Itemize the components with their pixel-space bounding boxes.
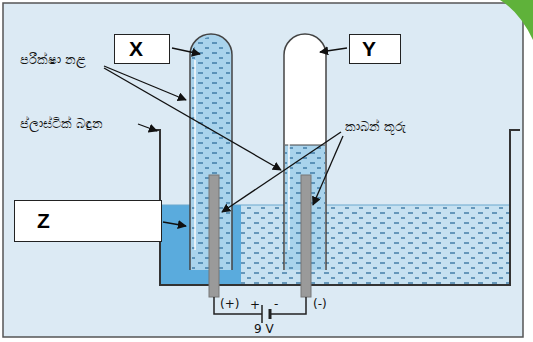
box-letter: X: [129, 37, 143, 61]
corner-decoration: [500, 0, 533, 40]
carbon-rod: [209, 175, 219, 297]
box-letter: Z: [37, 209, 50, 233]
battery-plate: [261, 305, 263, 323]
battery-sign: +: [250, 298, 260, 312]
battery-sign: -: [274, 297, 278, 311]
background-panel: [3, 3, 523, 337]
glass-shine: [194, 60, 196, 250]
answer-box: Y: [349, 34, 401, 64]
box-letter: Y: [362, 37, 376, 61]
leader-line: [163, 222, 186, 226]
leader-line: [138, 124, 157, 131]
leader-line: [222, 132, 341, 212]
leader-line: [172, 48, 200, 54]
leader-line: [320, 48, 347, 52]
glass-shine: [288, 60, 290, 250]
answer-box: Z: [14, 200, 162, 242]
answer-box: X: [114, 34, 170, 64]
circuit-wire: [214, 297, 306, 314]
part-label: ප්ලාස්ටික් බඳුන: [20, 116, 103, 132]
terminal-label: (-): [313, 297, 327, 311]
leader-line: [104, 66, 186, 100]
leader-line: [313, 136, 343, 205]
part-label: පරීක්ෂා නළ: [20, 52, 86, 68]
voltage-label: 9 V: [254, 322, 274, 336]
battery-plate: [269, 309, 272, 319]
water-level: [285, 145, 325, 146]
terminal-label: (+): [220, 297, 239, 311]
leader-line: [104, 68, 281, 170]
part-label: කාබන් කූරු: [345, 119, 406, 135]
carbon-rod: [301, 175, 311, 297]
